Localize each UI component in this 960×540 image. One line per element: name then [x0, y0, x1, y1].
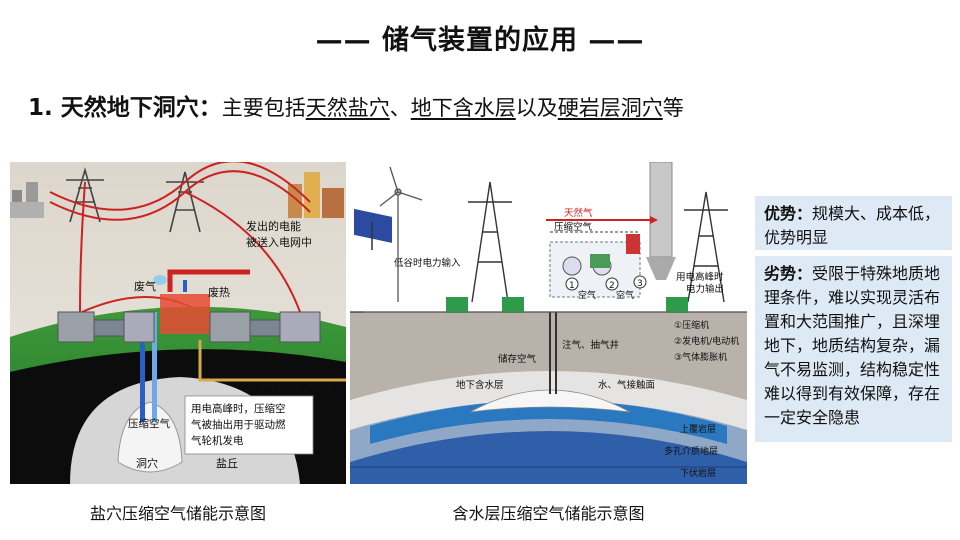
stored-air-body: [469, 389, 631, 413]
legend-item: ③气体膨胀机: [674, 351, 727, 363]
chimney-base: [646, 257, 676, 280]
salt-cavern-svg: 发出的电能 被送入电网中 废气 废热 燃料（天然气） 压缩空气 洞穴 盐丘 用电…: [10, 162, 346, 484]
power-line: [184, 191, 301, 313]
label-cavern: 洞穴: [136, 456, 158, 470]
label-air-out: 空气: [616, 289, 634, 301]
city-icon: [288, 172, 344, 218]
legend-item: ②发电机/电动机: [674, 335, 739, 347]
cap-rock-layer: [350, 371, 747, 430]
marker-2: [605, 277, 619, 291]
base-rock-layer: [350, 431, 747, 484]
station-box: [446, 297, 468, 313]
power-line: [79, 181, 86, 313]
station-box: [666, 297, 688, 313]
advantage-box: 优势：规模大、成本低，优势明显: [755, 196, 952, 250]
salt-cavern-term: 天然盐穴: [305, 96, 390, 120]
label-storage-air: 储存空气: [498, 353, 537, 365]
advantage-label: 优势：: [764, 204, 813, 223]
pylon-icon: [468, 181, 728, 303]
aquifer-svg: 1 2 3 低谷时电力输入 天然气 压缩空气 用电高峰时 电力输出 空气 空气 …: [350, 162, 747, 484]
label-peak-output: 用电高峰时: [676, 271, 724, 283]
solar-panel-icon: [354, 208, 392, 250]
label-compressed-air: 压缩空气: [554, 221, 593, 233]
pylon-icon: [66, 167, 204, 233]
caption-aquifer: 含水层压缩空气储能示意图: [452, 504, 645, 523]
water-layer: [370, 400, 727, 444]
peak-note-box: [184, 395, 314, 455]
peak-note-line: 用电高峰时，压缩空: [191, 402, 286, 415]
aquifer-diagram: 1 2 3 低谷时电力输入 天然气 压缩空气 用电高峰时 电力输出 空气 空气 …: [350, 162, 747, 484]
peak-note-line: 气轮机发电: [191, 434, 244, 447]
hard-rock-term: 硬岩层洞穴: [557, 96, 663, 120]
disadvantage-text: 受限于特殊地质地理条件，难以实现灵活布置和大范围推广，且深埋地下，地质结构复杂，…: [764, 264, 941, 427]
label-waste-gas: 废气: [134, 279, 156, 293]
label-porous-layer: 多孔介质地层: [664, 445, 718, 457]
label-salt-dome: 盐丘: [216, 457, 238, 470]
disadvantage-label: 劣势：: [764, 264, 813, 283]
label-interface: 水、气接触面: [598, 379, 655, 391]
section-text-b: 以及: [515, 96, 558, 120]
section-sep: 、: [389, 96, 411, 120]
station-box: [502, 297, 524, 313]
label-electricity: 发出的电能: [246, 219, 301, 233]
salt-cavern-diagram: 发出的电能 被送入电网中 废气 废热 燃料（天然气） 压缩空气 洞穴 盐丘 用电…: [10, 162, 346, 484]
section-line: 1. 天然地下洞穴：主要包括天然盐穴、地下含水层以及硬岩层洞穴等: [28, 88, 684, 122]
power-line: [49, 162, 311, 211]
caption-salt-cavern: 盐穴压缩空气储能示意图: [89, 504, 266, 523]
marker-2-label: 2: [609, 281, 615, 291]
smoke-puff: [153, 275, 167, 285]
air-pipe: [140, 312, 145, 422]
factory-icon: [10, 182, 44, 218]
label-injection-well: 注气、抽气井: [562, 339, 619, 351]
marker-3: [633, 275, 647, 289]
label-peak-output: 电力输出: [686, 283, 724, 295]
label-waste-heat: 废热: [208, 285, 230, 299]
wind-turbine-icon: [379, 166, 423, 302]
section-heading: 1. 天然地下洞穴：: [28, 95, 222, 121]
plant-machinery: [549, 234, 641, 298]
cavern-shape: [117, 401, 183, 473]
fuel-pipe: [198, 340, 346, 382]
advantage-text: 规模大、成本低，优势明显: [764, 204, 941, 247]
label-natural-gas: 天然气: [564, 207, 593, 219]
marker-1: [565, 277, 579, 291]
disadvantage-box: 劣势：受限于特殊地质地理条件，难以实现灵活布置和大范围推广，且深埋地下，地质结构…: [755, 256, 952, 442]
label-compressed-air: 压缩空气: [128, 417, 170, 430]
air-pipe: [152, 312, 157, 422]
label-aquifer: 地下含水层: [456, 379, 504, 391]
legend-item: ①压缩机: [674, 319, 709, 331]
slide-title: —— 储气装置的应用 ——: [315, 25, 645, 56]
label-fuel: 燃料（天然气）: [260, 381, 337, 395]
section-text-c: 等: [662, 96, 684, 120]
peak-note-line: 气被抽出用于驱动燃: [191, 418, 286, 431]
aquifer-term: 地下含水层: [410, 96, 516, 120]
label-air-in: 空气: [578, 289, 596, 301]
label-base-rock: 下伏岩层: [680, 467, 716, 479]
marker-1-label: 1: [569, 281, 575, 291]
label-low-valley-input: 低谷时电力输入: [394, 257, 461, 269]
section-text-a: 主要包括: [221, 96, 306, 120]
turbine-machinery: [57, 269, 321, 343]
marker-3-label: 3: [637, 279, 643, 289]
label-to-grid: 被送入电网中: [246, 235, 312, 249]
chimney: [649, 162, 673, 258]
label-cap-rock: 上覆岩层: [680, 423, 716, 435]
